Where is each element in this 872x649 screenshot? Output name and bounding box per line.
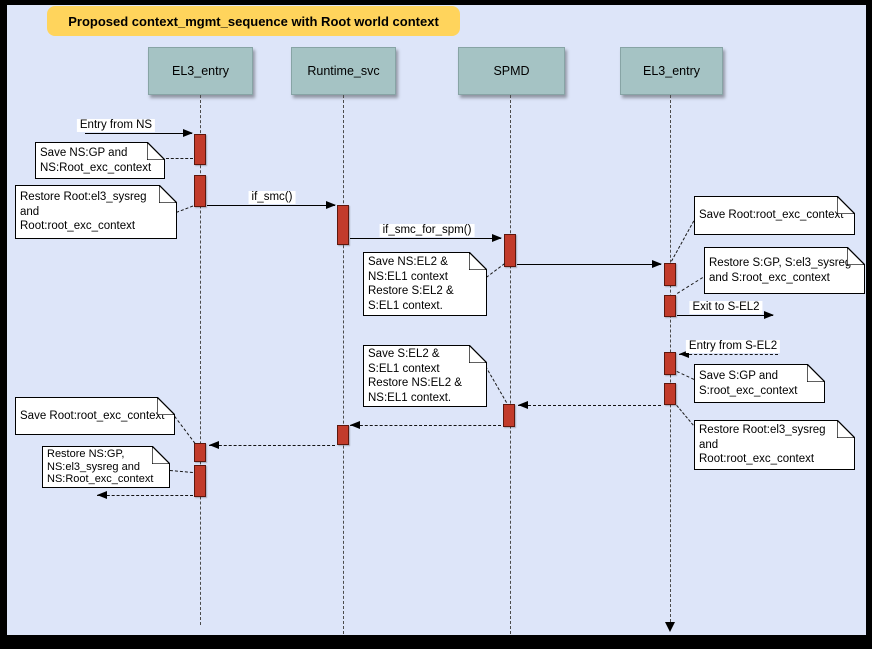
- note-text: Restore Root:el3_sysreg and Root:root_ex…: [20, 191, 147, 233]
- arrowhead-right-icon: [652, 260, 662, 268]
- note-fold-icon: [847, 246, 866, 265]
- note-fold-icon: [147, 141, 166, 160]
- note-fold-icon: [469, 344, 488, 363]
- note-save-root-exc-context-right: Save Root:root_exc_context: [694, 195, 856, 235]
- note-fold-icon: [152, 445, 171, 464]
- activation-bar: [504, 234, 516, 267]
- note-connector: [166, 158, 193, 159]
- activation-bar: [337, 425, 349, 445]
- activation-bar: [664, 295, 676, 317]
- note-text: Save S:EL2 & S:EL1 context Restore NS:EL…: [368, 348, 462, 404]
- note-fold-icon: [157, 396, 176, 415]
- actor-spmd: SPMD: [458, 47, 565, 95]
- note-text: Save S:GP and S:root_exc_context: [699, 370, 798, 397]
- note-restore-root-context-2: Restore Root:el3_sysreg and Root:root_ex…: [694, 419, 856, 470]
- message-line: [350, 425, 501, 426]
- actor-label: Runtime_svc: [307, 64, 380, 78]
- arrowhead-right-icon: [492, 234, 502, 242]
- note-restore-ns-context: Restore NS:GP, NS:el3_sysreg and NS:Root…: [42, 445, 171, 488]
- note-fold-icon: [159, 184, 178, 203]
- note-text: Restore S:GP, S:el3_sysreg and S:root_ex…: [709, 257, 852, 284]
- arrowhead-right-icon: [326, 201, 336, 209]
- note-text: Save NS:EL2 & NS:EL1 context Restore S:E…: [368, 256, 454, 312]
- message-line: [97, 495, 193, 496]
- diagram-title-text: Proposed context_mgmt_sequence with Root…: [68, 13, 439, 29]
- note-restore-s-context: Restore S:GP, S:el3_sysreg and S:root_ex…: [704, 246, 866, 294]
- note-fold-icon: [837, 419, 856, 438]
- arrowhead-left-icon: [209, 441, 219, 449]
- activation-bar: [337, 205, 349, 245]
- note-text: Save Root:root_exc_context: [20, 409, 165, 422]
- arrowhead-left-icon: [97, 491, 107, 499]
- message-line: [518, 405, 661, 406]
- note-fold-icon: [837, 195, 856, 214]
- message-label: Entry from NS: [76, 119, 156, 132]
- message-label: if_smc_for_spm(): [379, 224, 475, 237]
- actor-el3-entry-right: EL3_entry: [620, 47, 723, 95]
- note-text: Restore Root:el3_sysreg and Root:root_ex…: [699, 424, 826, 466]
- message-line: [350, 238, 501, 239]
- actor-label: SPMD: [493, 64, 530, 78]
- lifeline-end-arrow-icon: [665, 622, 675, 632]
- arrowhead-right-icon: [183, 129, 193, 137]
- note-switch-ns-to-s-context: Save NS:EL2 & NS:EL1 context Restore S:E…: [363, 251, 488, 316]
- message-line: [85, 133, 192, 134]
- message-line: [207, 205, 335, 206]
- message-line: [209, 445, 335, 446]
- lifeline-el3-entry-left: [199, 95, 201, 625]
- message-line: [679, 354, 778, 355]
- activation-bar: [194, 134, 206, 165]
- activation-bar: [664, 263, 676, 286]
- note-save-s-gp: Save S:GP and S:root_exc_context: [694, 363, 826, 403]
- activation-bar: [664, 383, 676, 405]
- arrowhead-right-icon: [764, 311, 774, 319]
- note-save-root-exc-context-left: Save Root:root_exc_context: [15, 396, 176, 435]
- actor-label: EL3_entry: [643, 64, 700, 78]
- activation-bar: [194, 175, 206, 207]
- arrowhead-left-icon: [350, 421, 360, 429]
- lifeline-spmd: [510, 95, 511, 634]
- activation-bar: [664, 352, 676, 375]
- actor-label: EL3_entry: [172, 64, 229, 78]
- note-text: Restore NS:GP, NS:el3_sysreg and NS:Root…: [47, 448, 154, 486]
- note-fold-icon: [807, 363, 826, 382]
- message-label: Exit to S-EL2: [689, 301, 763, 314]
- note-restore-root-context-1: Restore Root:el3_sysreg and Root:root_ex…: [15, 184, 178, 239]
- diagram-title: Proposed context_mgmt_sequence with Root…: [47, 6, 460, 36]
- note-switch-s-to-ns-context: Save S:EL2 & S:EL1 context Restore NS:EL…: [363, 344, 488, 407]
- lifeline-runtime-svc: [342, 95, 344, 634]
- note-text: Save NS:GP and NS:Root_exc_context: [40, 147, 152, 174]
- diagram-canvas: [7, 5, 866, 635]
- note-save-ns-context: Save NS:GP and NS:Root_exc_context: [35, 141, 166, 179]
- activation-bar: [503, 404, 515, 427]
- note-text: Save Root:root_exc_context: [699, 209, 844, 222]
- arrowhead-left-icon: [518, 401, 528, 409]
- actor-runtime-svc: Runtime_svc: [291, 47, 396, 95]
- arrowhead-left-icon: [679, 350, 689, 358]
- note-fold-icon: [469, 251, 488, 270]
- activation-bar: [194, 465, 206, 497]
- message-label: Entry from S-EL2: [685, 340, 781, 353]
- message-label: if_smc(): [248, 191, 296, 204]
- message-line: [517, 264, 661, 265]
- message-line: [677, 315, 773, 316]
- activation-bar: [194, 443, 206, 462]
- actor-el3-entry-left: EL3_entry: [148, 47, 253, 95]
